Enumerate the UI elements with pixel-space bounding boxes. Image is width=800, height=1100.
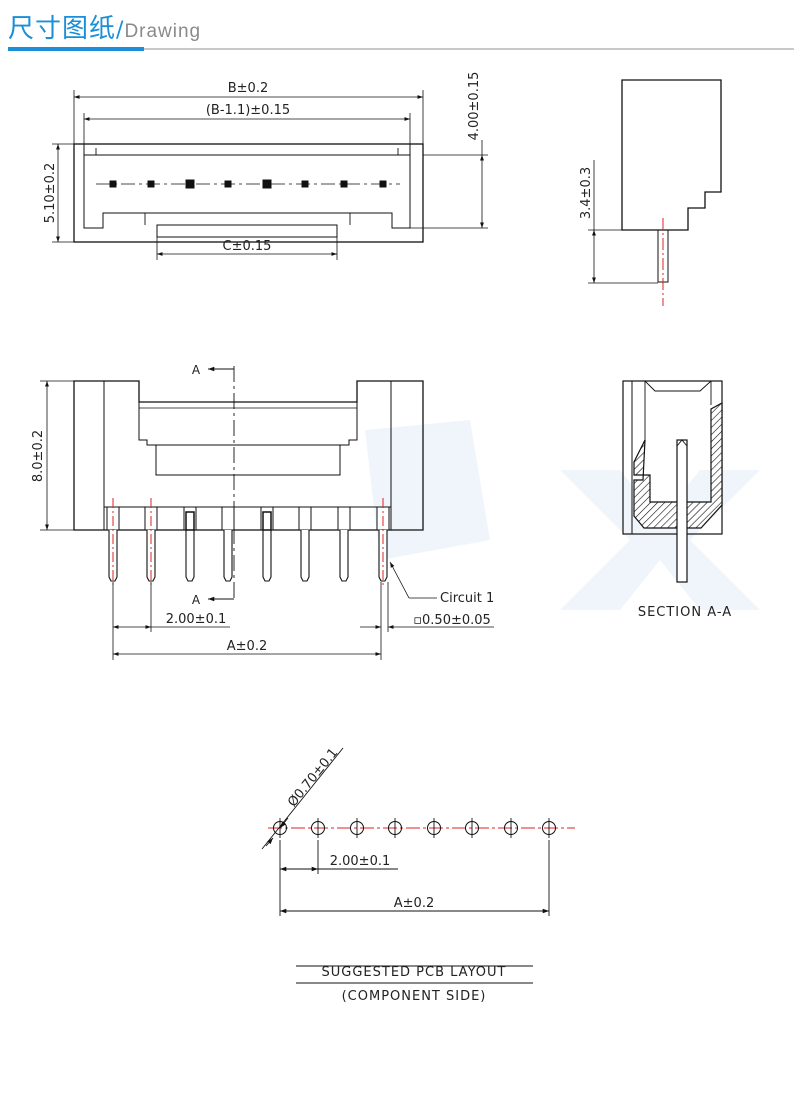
front-pin: [185, 530, 195, 582]
dim-pin-size-label: ▫0.50±0.05: [413, 613, 491, 628]
front-pin-row: [106, 498, 390, 588]
title-separator: /: [116, 18, 125, 43]
dim-depth-label: 4.00±0.15: [467, 72, 482, 141]
dim-b-minus-label: (B-1.1)±0.15: [206, 103, 290, 118]
section-view: [622, 380, 723, 583]
section-caption: SECTION A-A: [638, 605, 732, 620]
top-pin-core: [380, 181, 386, 187]
section-marker-top: A: [192, 363, 201, 377]
front-pin: [262, 530, 272, 582]
top-pin-core: [110, 181, 116, 187]
front-inner-cavity: [138, 402, 358, 446]
front-pin-highlight: [185, 511, 195, 531]
dim-pitch-label: 2.00±0.1: [166, 612, 227, 627]
top-pin-core: [341, 181, 347, 187]
top-pin-core: [187, 181, 193, 187]
dim-front-height-label: 8.0±0.2: [31, 430, 46, 482]
side-housing-outline: [621, 79, 722, 231]
front-pin-shroud: [337, 506, 351, 531]
pcb-hole-diameter-label: Ø0.70±0.1: [285, 746, 341, 810]
top-pin-core: [148, 181, 154, 187]
side-view: [588, 79, 722, 306]
pcb-pitch-label: 2.00±0.1: [330, 854, 391, 869]
page-title: 尺寸图纸/Drawing: [8, 8, 201, 45]
top-pin-core: [264, 181, 270, 187]
pcb-dim-a-label: A±0.2: [394, 896, 434, 911]
dim-pin-length-label: 3.4±0.3: [579, 167, 594, 219]
page-header: 尺寸图纸/Drawing: [0, 0, 800, 56]
front-dims: [112, 561, 494, 660]
top-pin-row: [109, 179, 387, 189]
bottom-latch: [156, 224, 338, 238]
dim-top-height-label: 5.10±0.2: [43, 163, 58, 224]
top-view: [52, 90, 488, 260]
pcb-caption-line1: SUGGESTED PCB LAYOUT: [322, 965, 507, 980]
pcb-layout: [261, 747, 575, 984]
pcb-caption-line2: (COMPONENT SIDE): [342, 989, 487, 1004]
header-divider: [144, 48, 794, 50]
title-english: Drawing: [124, 21, 202, 42]
front-pin: [339, 530, 349, 582]
pcb-hole-row: [273, 818, 556, 838]
dim-a-label: A±0.2: [227, 639, 267, 654]
title-chinese: 尺寸图纸: [8, 14, 117, 44]
front-pin-shroud: [298, 506, 312, 531]
header-accent-bar: [8, 47, 144, 51]
circuit-1-label: Circuit 1: [440, 591, 494, 606]
front-pin-shroud: [221, 506, 235, 531]
section-pin: [676, 439, 688, 583]
top-pin-core: [225, 181, 231, 187]
section-marker-bottom: A: [192, 593, 201, 607]
housing-outline: [73, 143, 424, 243]
front-latch: [155, 444, 341, 476]
dim-b-label: B±0.2: [228, 81, 269, 96]
front-pin: [300, 530, 310, 582]
front-pin: [223, 530, 233, 582]
dim-c-label: C±0.15: [223, 239, 272, 254]
top-pin-core: [302, 181, 308, 187]
front-pin-highlight: [262, 511, 272, 531]
housing-inner-outline: [83, 154, 411, 229]
